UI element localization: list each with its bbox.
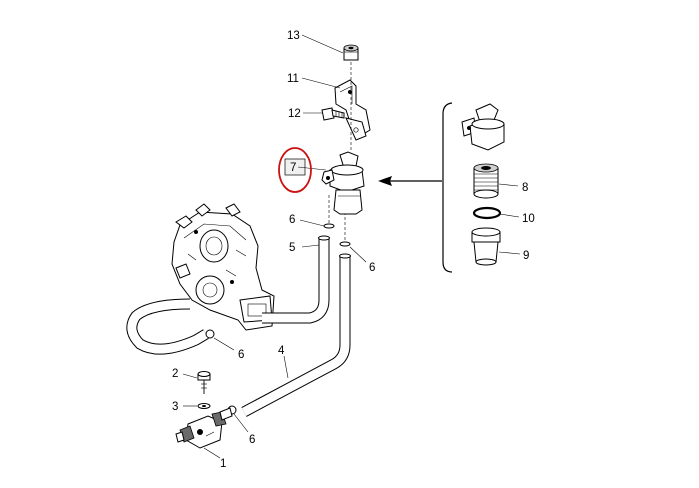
part-6-clip: [205, 329, 215, 339]
label-2: 2: [172, 368, 178, 380]
part-1-fuel-tap: [175, 407, 233, 449]
label-6a: 6: [289, 214, 295, 226]
leader-6b: [349, 246, 367, 263]
label-6c: 6: [238, 349, 244, 361]
part-9-filter-bowl: [471, 227, 501, 266]
part-11-bracket: [334, 79, 371, 141]
leader-6c: [213, 337, 235, 351]
label-11: 11: [287, 73, 299, 85]
highlight-circle: [278, 147, 312, 193]
label-4: 4: [278, 345, 285, 357]
part-4-hose: [241, 256, 350, 416]
hose-end: [318, 235, 330, 241]
part-12-bolt: [321, 107, 345, 121]
label-6d: 6: [249, 434, 255, 446]
label-13: 13: [287, 30, 300, 42]
leader-5: [301, 244, 320, 248]
carb-return-hose: [127, 299, 209, 354]
washer-hole: [202, 405, 206, 407]
label-3: 3: [172, 401, 178, 413]
leader-2: [182, 373, 198, 379]
leader-13: [301, 34, 344, 54]
label-6b: 6: [369, 262, 375, 274]
detail-arrow: [378, 176, 442, 186]
label-12: 12: [288, 108, 301, 120]
part-2-screw: [197, 371, 211, 394]
part-6-washer: [339, 241, 351, 247]
leader-7: [297, 166, 327, 171]
part-6-washer: [323, 223, 335, 229]
leader-1: [203, 447, 221, 459]
leader-8: [498, 183, 519, 187]
carburetor-assembly: [171, 203, 275, 331]
leader-6a: [299, 219, 325, 227]
label-5: 5: [289, 242, 295, 254]
leader-11: [301, 77, 341, 89]
leader-10: [499, 213, 520, 218]
label-8: 8: [522, 182, 528, 194]
detail-bracket: [442, 102, 453, 273]
label-10: 10: [522, 213, 535, 225]
hose-end: [339, 253, 351, 259]
leader-6d: [233, 413, 249, 433]
part-7-fuel-filter: [321, 151, 365, 215]
leader-9: [498, 251, 521, 255]
detail-filter-head: [461, 103, 505, 151]
part-13-nut: [343, 44, 359, 61]
part-10-o-ring: [472, 206, 502, 220]
label-7-box: [284, 158, 306, 176]
part-5-hose: [262, 238, 329, 323]
label-9: 9: [523, 250, 529, 262]
label-1: 1: [220, 458, 226, 470]
part-8-filter-element: [473, 163, 499, 199]
leader-4: [283, 355, 289, 379]
label-7: 7: [290, 162, 296, 174]
